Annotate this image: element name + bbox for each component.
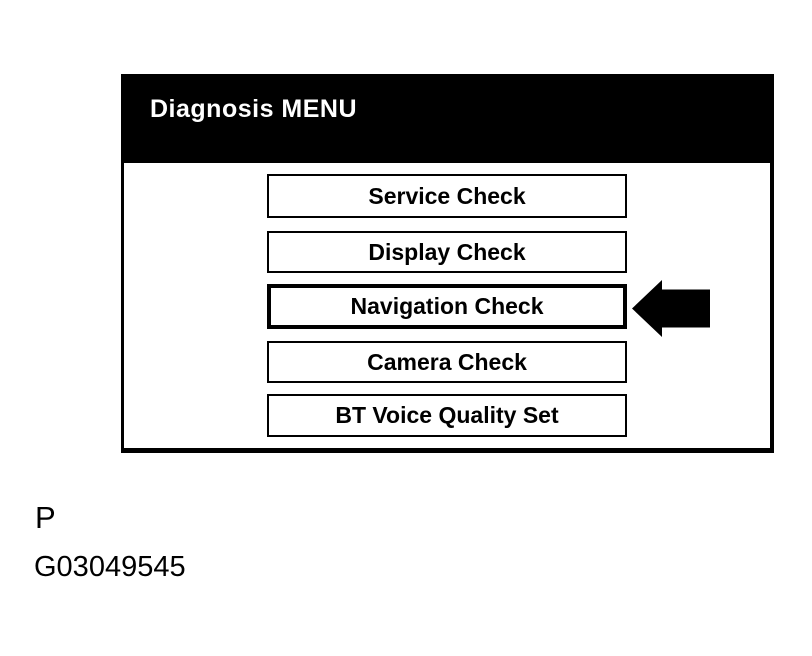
menu-button-bt-voice-quality-set[interactable]: BT Voice Quality Set: [267, 394, 627, 437]
caption-letter: P: [35, 500, 56, 535]
menu-button-service-check[interactable]: Service Check: [267, 174, 627, 218]
menu-button-display-check[interactable]: Display Check: [267, 231, 627, 273]
menu-button-camera-check[interactable]: Camera Check: [267, 341, 627, 383]
screen-title: Diagnosis MENU: [150, 95, 358, 123]
screen-header: Diagnosis MENU: [124, 77, 770, 163]
arrow-left-icon: [632, 280, 710, 337]
figure-id: G03049545: [34, 551, 186, 583]
menu-button-navigation-check[interactable]: Navigation Check: [267, 284, 627, 329]
diagnosis-menu-screen: Diagnosis MENU Service Check Display Che…: [121, 74, 774, 453]
